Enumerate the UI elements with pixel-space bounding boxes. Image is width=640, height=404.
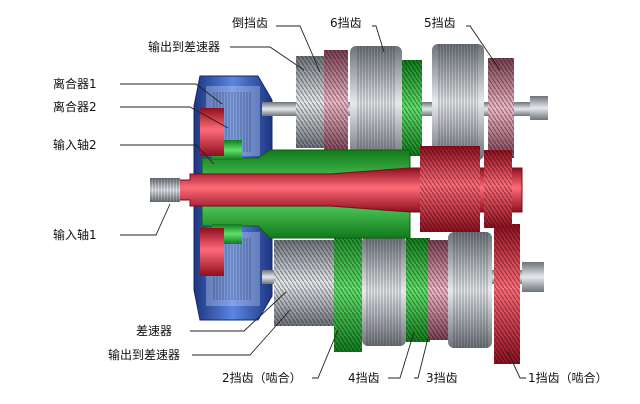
- reverse-gear: [296, 50, 348, 154]
- differential-output-gear: [274, 240, 334, 326]
- sixth-gear-synchro: [350, 46, 422, 160]
- leader-lines: [120, 25, 526, 379]
- leader-clutch-2: [120, 106, 229, 129]
- leader-fourth-gear: [388, 331, 415, 379]
- label-clutch-1: 离合器1: [53, 77, 97, 91]
- leader-input-shaft-1: [120, 203, 171, 236]
- leader-output-top: [230, 46, 305, 71]
- leader-reverse-gear: [276, 25, 321, 73]
- leader-clutch-1: [120, 83, 223, 105]
- leader-differential: [190, 291, 287, 332]
- leader-output-bottom: [192, 309, 291, 356]
- label-second-gear: 2挡齿（啮合）: [222, 371, 302, 385]
- leader-sixth-gear: [372, 25, 385, 53]
- label-sixth-gear: 6挡齿: [330, 16, 362, 30]
- third-gear-synchro: [428, 232, 492, 348]
- label-input-shaft-2: 输入轴2: [53, 138, 97, 152]
- label-output-to-differential-bottom: 输出到差速器: [108, 348, 181, 362]
- leader-input-shaft-2: [120, 144, 215, 165]
- label-differential: 差速器: [136, 324, 173, 338]
- fourth-gear-synchro: [362, 236, 430, 346]
- label-output-to-differential-top: 输出到差速器: [148, 40, 221, 54]
- label-clutch-2: 离合器2: [53, 100, 97, 114]
- label-fourth-gear: 4挡齿: [348, 371, 380, 385]
- second-gear: [334, 226, 362, 352]
- first-gear: [494, 224, 520, 364]
- fifth-gear-synchro: [432, 44, 514, 160]
- label-reverse-gear: 倒挡齿: [232, 16, 269, 30]
- leader-first-gear: [507, 351, 526, 379]
- leader-fifth-gear: [466, 25, 501, 71]
- label-third-gear: 3挡齿: [426, 371, 458, 385]
- leader-third-gear: [414, 337, 429, 379]
- label-fifth-gear: 5挡齿: [424, 16, 456, 30]
- input-spline: [150, 178, 180, 202]
- input-shaft-1-solid: [151, 108, 523, 276]
- label-input-shaft-1: 输入轴1: [53, 228, 97, 242]
- label-first-gear: 1挡齿（啮合）: [528, 371, 608, 385]
- leader-second-gear: [312, 329, 339, 379]
